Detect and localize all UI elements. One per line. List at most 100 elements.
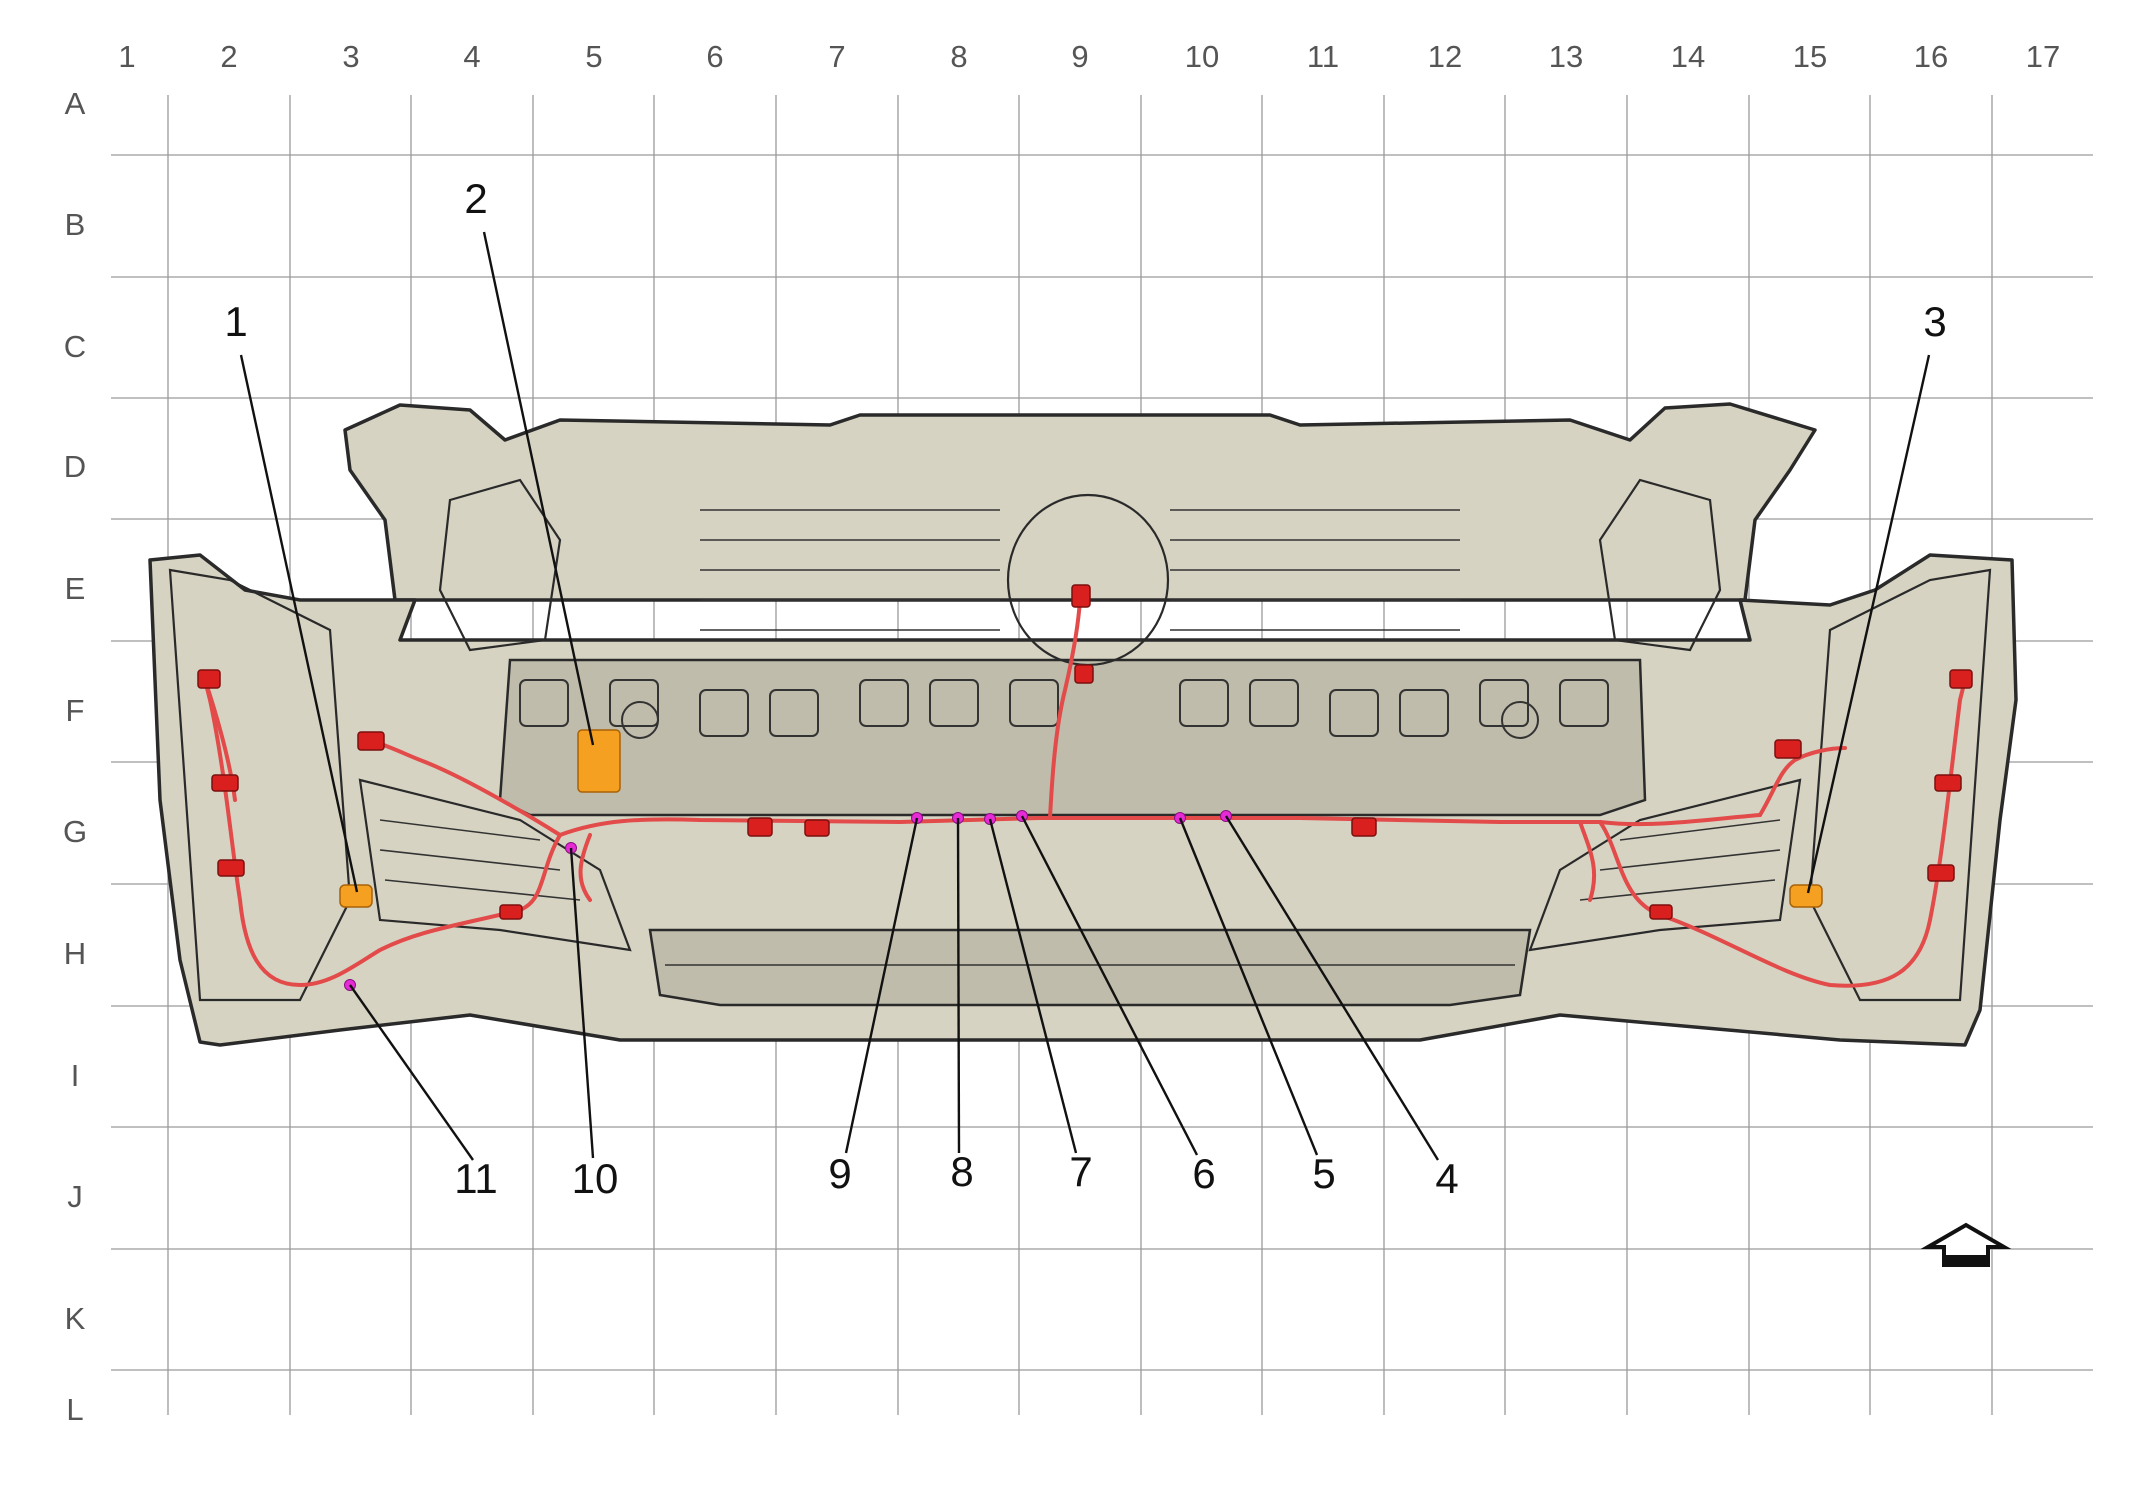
grid-row-label: C — [64, 329, 86, 364]
grid-column-label: 6 — [706, 39, 723, 74]
center-carrier — [498, 658, 1647, 817]
control-module-left — [577, 729, 621, 793]
grid-column-label: 14 — [1671, 39, 1705, 74]
grid-row-label: B — [65, 207, 86, 242]
callout-label: 3 — [1923, 298, 1946, 345]
callout-leader-line — [349, 984, 474, 1161]
carrier-slot — [1009, 679, 1059, 727]
grid-column-label: 9 — [1071, 39, 1088, 74]
grid-column-label: 7 — [828, 39, 845, 74]
carrier-slot — [1399, 689, 1449, 737]
harness-main-trunk — [558, 813, 1762, 837]
connector-center-camera — [1071, 584, 1091, 608]
carrier-slot — [1179, 679, 1229, 727]
connector-left-headlamp — [197, 669, 221, 689]
grid-column-label: 17 — [2026, 39, 2060, 74]
wiring-harness — [197, 584, 1973, 991]
connector-right-fog — [1649, 904, 1673, 920]
callout-label: 4 — [1435, 1155, 1458, 1202]
carrier-bolt-hole — [621, 701, 659, 739]
callout-label: 5 — [1312, 1150, 1335, 1197]
grid-column-label: 15 — [1793, 39, 1827, 74]
callout-label: 8 — [950, 1148, 973, 1195]
callout-leader-line — [956, 817, 961, 1154]
carrier-slot — [1559, 679, 1609, 727]
grid-column-label: 5 — [585, 39, 602, 74]
grid-column-label: 2 — [220, 39, 237, 74]
connector-left-mid — [211, 774, 239, 792]
lower-grille — [648, 928, 1532, 1007]
callout-leader-line — [482, 231, 595, 746]
connector-right-sensor — [1774, 739, 1802, 759]
carrier-mounting-slots — [519, 679, 1609, 739]
right-fog-lamp-connector — [1789, 884, 1823, 908]
callout-leader-line — [239, 354, 359, 893]
grid-row-label: A — [65, 86, 86, 121]
upper-grille-slats — [700, 509, 1460, 631]
callout-leader-line — [1224, 815, 1440, 1161]
connector-left-lower — [217, 859, 245, 877]
callout-leader-line — [1178, 817, 1319, 1156]
grid-column-label: 8 — [950, 39, 967, 74]
carrier-slot — [859, 679, 909, 727]
harness-right-upper — [1758, 746, 1847, 817]
grid-row-label: E — [65, 571, 86, 606]
front-bumper-assembly — [148, 402, 2018, 1047]
grid-column-label: 12 — [1428, 39, 1462, 74]
harness-center-riser — [1048, 598, 1082, 820]
callout-label: 2 — [464, 175, 487, 222]
harness-connectors — [197, 584, 1973, 920]
carrier-slot — [1329, 689, 1379, 737]
grid-column-label: 11 — [1307, 39, 1339, 74]
grid-row-label: I — [71, 1058, 80, 1093]
grid-column-label: 4 — [463, 39, 480, 74]
grid-row-label: G — [63, 814, 87, 849]
connector-inline-right — [1351, 817, 1377, 837]
callout-label: 1 — [224, 298, 247, 345]
carrier-slot — [769, 689, 819, 737]
grid-row-label: L — [66, 1392, 83, 1427]
callout-label: 11 — [454, 1155, 498, 1202]
grid-column-label: 3 — [342, 39, 359, 74]
grid-column-label: 10 — [1185, 39, 1219, 74]
grid-column-label: 16 — [1914, 39, 1948, 74]
grid-row-label: D — [64, 449, 86, 484]
left-headlamp-pocket — [438, 478, 562, 652]
front-arrow-icon — [1920, 1222, 2012, 1267]
left-fog-grille — [358, 778, 632, 952]
grid-row-labels: A B C D E F G H I J K L — [63, 86, 87, 1427]
carrier-slot — [519, 679, 569, 727]
grid-row-label: F — [66, 693, 85, 728]
callout-leader-line — [1806, 354, 1931, 894]
connector-center-lower — [1074, 664, 1094, 684]
callout-leader-line — [1020, 815, 1199, 1156]
grid-row-label: K — [65, 1301, 86, 1336]
callout-label: 10 — [572, 1155, 619, 1202]
callout-label: 9 — [828, 1150, 851, 1197]
grid-column-label: 13 — [1549, 39, 1583, 74]
carrier-bolt-hole — [1501, 701, 1539, 739]
upper-fascia — [343, 402, 1817, 602]
grid-row-label: H — [64, 936, 86, 971]
harness-left-upper — [363, 738, 562, 837]
carrier-slot — [1249, 679, 1299, 727]
callout-leader-line — [988, 818, 1078, 1154]
carrier-slot — [929, 679, 979, 727]
callout-leader-line — [569, 847, 595, 1159]
right-fog-grille — [1528, 778, 1802, 952]
connector-right-headlamp — [1949, 669, 1973, 689]
carrier-slot — [609, 679, 659, 727]
callout-label: 7 — [1069, 1148, 1092, 1195]
callout-leader-line — [844, 817, 919, 1154]
connector-right-lower — [1927, 864, 1955, 882]
right-headlamp-pocket — [1598, 478, 1722, 652]
callout-annotations: 1 2 3 4 5 6 7 8 9 10 11 — [224, 175, 1946, 1202]
connector-left-fog — [499, 904, 523, 920]
callout-label: 6 — [1192, 1150, 1215, 1197]
connector-inline-mid — [804, 819, 830, 837]
grid-row-label: J — [67, 1179, 83, 1214]
harness-right-branch — [1598, 678, 1967, 988]
